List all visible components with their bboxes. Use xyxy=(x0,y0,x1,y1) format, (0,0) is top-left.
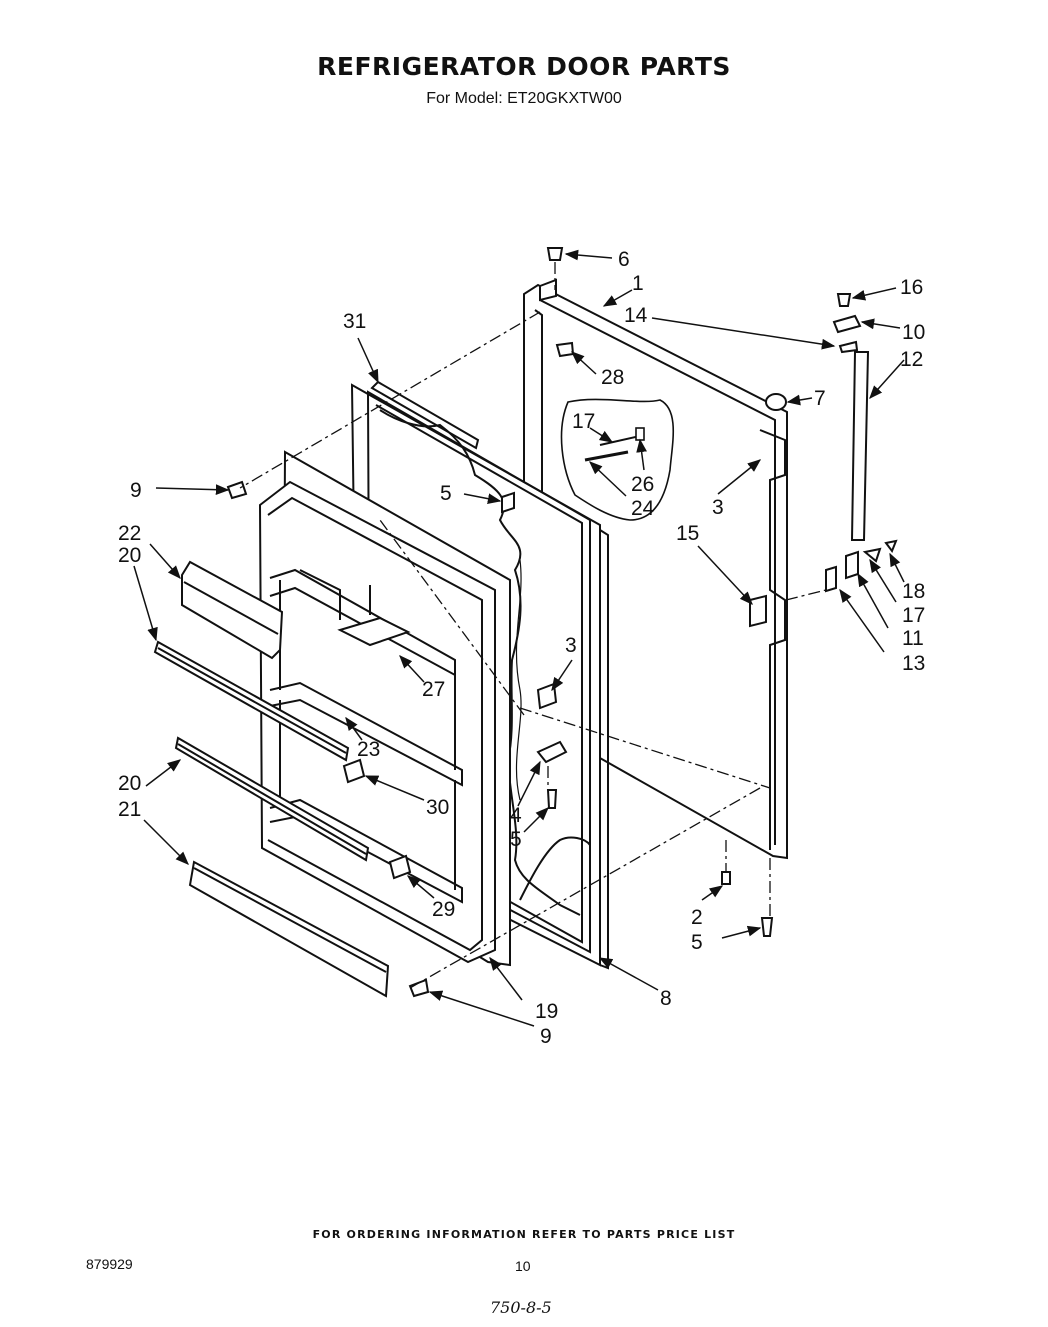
callout-20-upper: 20 xyxy=(118,544,141,567)
shelf-bar-21 xyxy=(188,860,390,998)
callout-30: 30 xyxy=(426,796,449,819)
hinge-strip xyxy=(850,351,870,541)
alignment-lines xyxy=(239,262,827,989)
callout-10: 10 xyxy=(902,321,925,344)
callout-labels: 6 1 14 16 10 12 31 28 7 17 26 24 9 5 3 1… xyxy=(118,248,925,1048)
callout-13: 13 xyxy=(902,652,925,675)
callout-17-lower: 17 xyxy=(902,604,925,627)
callout-8: 8 xyxy=(660,987,672,1010)
callout-18: 18 xyxy=(902,580,925,603)
callout-7: 7 xyxy=(814,387,826,410)
document-number: 879929 xyxy=(86,1256,133,1272)
callout-23: 23 xyxy=(357,738,380,761)
foam-insulation-cutaway xyxy=(560,398,675,521)
callout-16: 16 xyxy=(900,276,923,299)
callout-11: 11 xyxy=(902,627,924,650)
callout-5-upper: 5 xyxy=(440,482,452,505)
callout-9-upper: 9 xyxy=(130,479,142,502)
callout-14: 14 xyxy=(624,304,648,327)
callout-19: 19 xyxy=(535,1000,558,1023)
handwritten-note: 750-8-5 xyxy=(490,1298,552,1317)
callout-2: 2 xyxy=(691,906,703,929)
callout-3-upper: 3 xyxy=(712,496,724,519)
page-number: 10 xyxy=(515,1258,531,1274)
page-title: REFRIGERATOR DOOR PARTS xyxy=(317,52,731,81)
callout-4: 4 xyxy=(510,804,522,827)
callout-29: 29 xyxy=(432,898,455,921)
callout-31: 31 xyxy=(343,310,366,333)
callout-20-lower: 20 xyxy=(118,772,141,795)
callout-6: 6 xyxy=(618,248,630,271)
callout-12: 12 xyxy=(900,348,923,371)
callout-15: 15 xyxy=(676,522,699,545)
callout-9-lower: 9 xyxy=(540,1025,552,1048)
callout-5-middle: 5 xyxy=(510,828,522,851)
shelf-bar-22 xyxy=(181,560,284,660)
leader-lines xyxy=(133,249,905,1027)
callout-1: 1 xyxy=(632,272,644,295)
callout-26: 26 xyxy=(631,473,654,496)
hardware-pieces xyxy=(226,247,898,998)
shelf-bar-20-lower xyxy=(174,736,370,862)
callout-3-lower: 3 xyxy=(565,634,577,657)
callout-27: 27 xyxy=(422,678,445,701)
callout-28: 28 xyxy=(601,366,624,389)
callout-17-upper: 17 xyxy=(572,410,595,433)
callout-21: 21 xyxy=(118,798,141,821)
shelf-bar-20-upper xyxy=(153,640,350,762)
callout-5-lower: 5 xyxy=(691,931,703,954)
ordering-info-note: FOR ORDERING INFORMATION REFER TO PARTS … xyxy=(312,1228,736,1241)
callout-22: 22 xyxy=(118,522,141,545)
callout-24: 24 xyxy=(631,497,655,520)
model-subtitle: For Model: ET20GKXTW00 xyxy=(426,90,622,107)
